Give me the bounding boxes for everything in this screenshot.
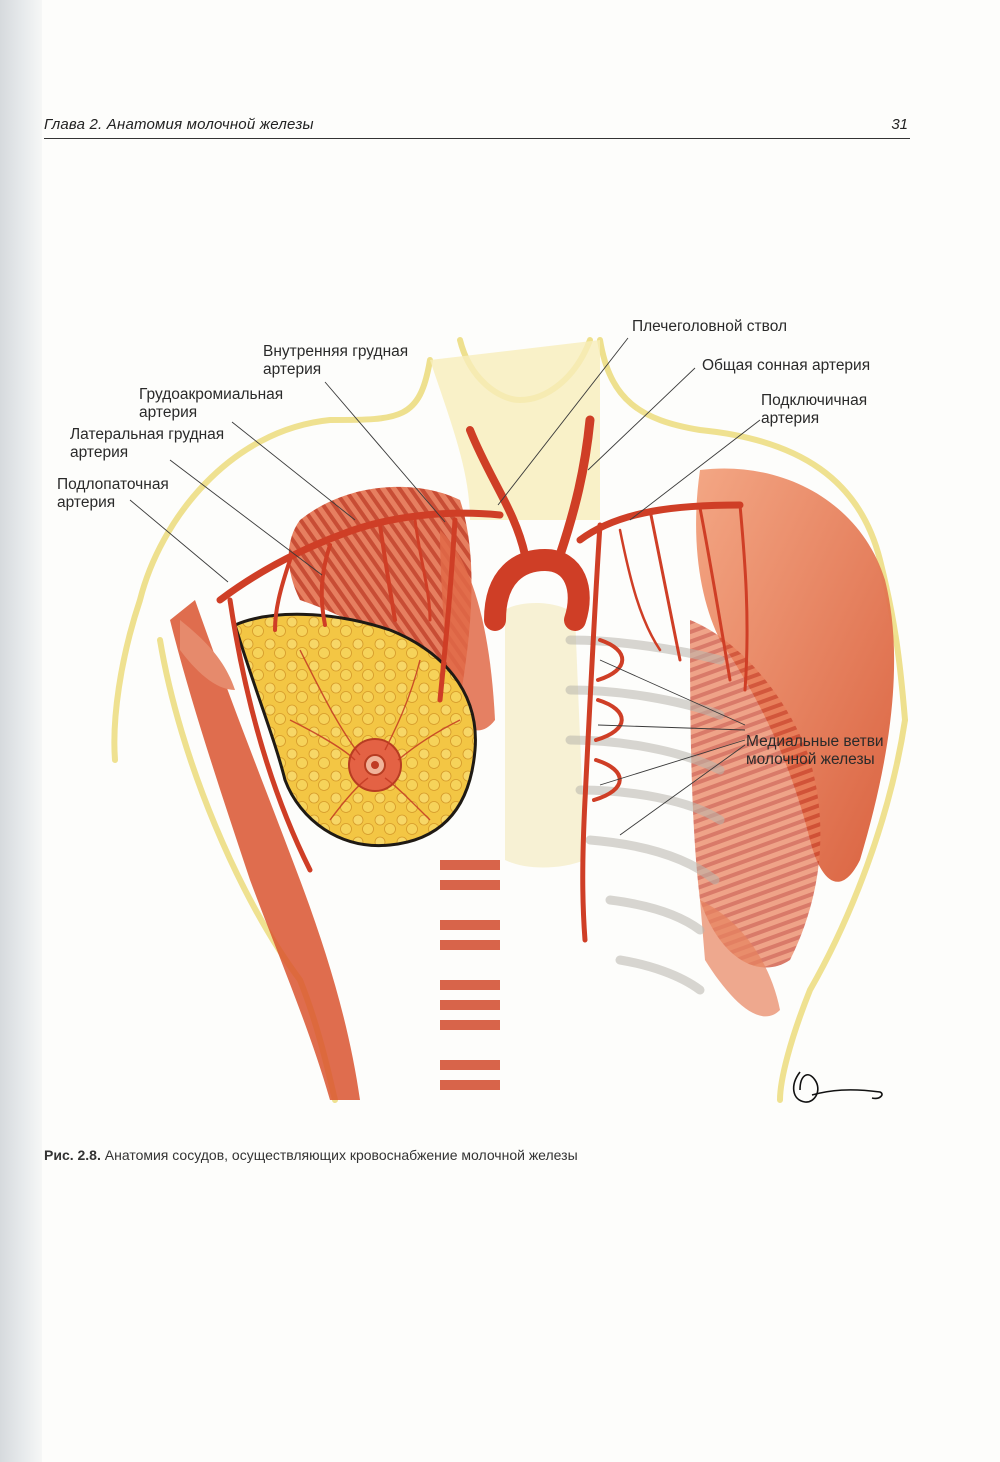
label-brachiocephalic-text: Плечеголовной ствол [632, 318, 788, 335]
label-common-carotid-text: Общая сонная артерия [702, 357, 871, 374]
label-medial-mammary-branches: Медиальные ветви молочной железы [746, 733, 884, 769]
label-subscapular-line2: артерия [57, 494, 116, 511]
label-thoracoacromial-line1: Грудоакромиальная [139, 386, 284, 403]
artery-network [216, 415, 749, 943]
running-title: Глава 2. Анатомия молочной железы [44, 116, 314, 133]
label-internal-thoracic-line2: артерия [263, 361, 322, 378]
label-subscapular-artery: Подлопаточная артерия [57, 476, 169, 512]
artist-signature [792, 1071, 883, 1103]
label-subclavian-artery: Подключичная артерия [761, 392, 867, 428]
label-thoracoacromial-line2: артерия [139, 404, 198, 421]
figure-number: Рис. 2.8. [44, 1147, 101, 1163]
label-subscapular-line1: Подлопаточная [57, 476, 169, 493]
label-medial-branches-line2: молочной железы [746, 751, 875, 768]
label-thoracoacromial-artery: Грудоакромиальная артерия [139, 386, 283, 422]
label-lateral-thoracic-line1: Латеральная грудная [70, 426, 225, 443]
label-common-carotid-artery: Общая сонная артерия [702, 357, 870, 375]
page-number: 31 [891, 116, 908, 133]
running-head: Глава 2. Анатомия молочной железы 31 [44, 112, 910, 139]
label-medial-branches-line1: Медиальные ветви [746, 733, 884, 750]
figure-caption: Рис. 2.8. Анатомия сосудов, осуществляющ… [44, 1147, 578, 1163]
figure-caption-text: Анатомия сосудов, осуществляющих кровосн… [104, 1147, 578, 1163]
label-internal-thoracic-artery: Внутренняя грудная артерия [263, 343, 408, 379]
label-internal-thoracic-line1: Внутренняя грудная [263, 343, 409, 360]
label-subclavian-line1: Подключичная [761, 392, 868, 409]
leader-lines [129, 337, 761, 836]
mammary-gland [233, 612, 477, 848]
label-subclavian-line2: артерия [761, 410, 820, 427]
label-lateral-thoracic-artery: Латеральная грудная артерия [70, 426, 224, 462]
label-brachiocephalic-trunk: Плечеголовной ствол [632, 318, 787, 336]
page-gutter-shadow [0, 0, 42, 1462]
label-lateral-thoracic-line2: артерия [70, 444, 129, 461]
